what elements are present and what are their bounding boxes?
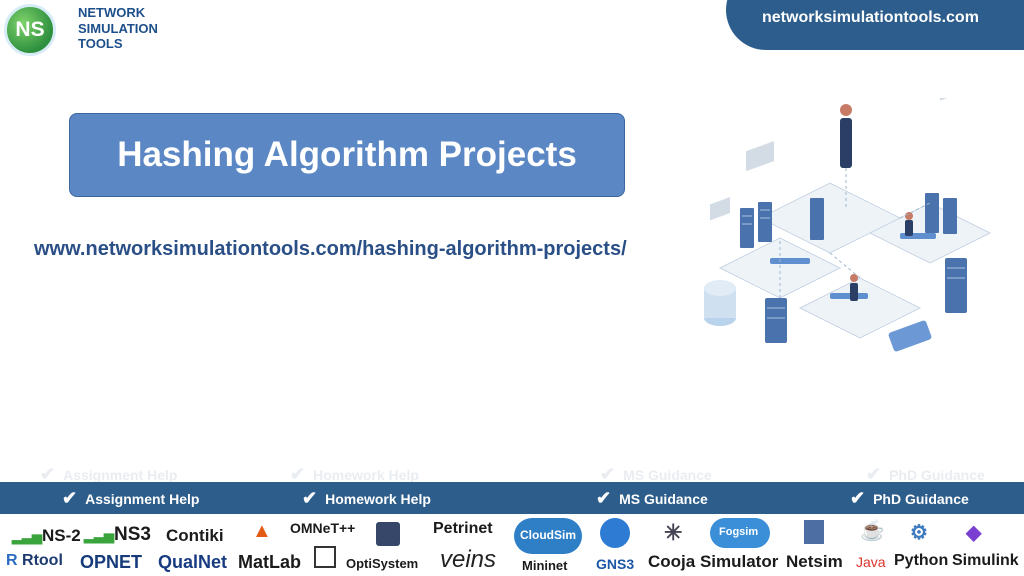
- simulink-icon: ◆: [966, 522, 982, 544]
- omnet-icon: [314, 546, 336, 568]
- java-icon: ☕: [860, 520, 885, 542]
- site-url-banner[interactable]: networksimulationtools.com: [726, 0, 1024, 50]
- tool-mininet[interactable]: Mininet: [522, 558, 568, 573]
- tool-simulink[interactable]: Simulink: [952, 552, 1019, 569]
- network-graph-icon: ✳: [664, 520, 683, 545]
- tool-opnet[interactable]: OPNET: [80, 552, 143, 572]
- reflection-assignment: ✔Assignment Help: [40, 464, 178, 484]
- logo-badge: NS: [4, 4, 56, 56]
- tool-optisystem[interactable]: OptiSystem: [346, 556, 419, 571]
- signal-icon: ▂▃▅: [84, 528, 114, 543]
- service-ms-guidance[interactable]: ✔ MS Guidance: [596, 488, 708, 509]
- tool-fogsim[interactable]: Fogsim: [719, 526, 759, 538]
- service-assignment-help[interactable]: ✔ Assignment Help: [62, 488, 199, 509]
- tool-qualnet[interactable]: QualNet: [158, 552, 228, 572]
- tool-petrinet[interactable]: Petrinet: [433, 520, 493, 537]
- check-icon: ✔: [62, 488, 78, 508]
- service-label: Assignment Help: [85, 491, 200, 507]
- tools-strip: ▂▃▅NS-2 ▂▃▅NS3 Contiki ▲ OMNeT++ Petrine…: [0, 514, 1024, 576]
- logo-initials: NS: [15, 18, 45, 41]
- tool-java[interactable]: Java: [856, 554, 886, 570]
- logo-line-2: SIMULATION: [78, 20, 158, 36]
- tool-cloudsim[interactable]: CloudSim: [520, 528, 576, 542]
- tool-omnet[interactable]: OMNeT++: [290, 520, 356, 536]
- gns3-icon: [600, 518, 630, 548]
- tool-rtool[interactable]: R Rtool: [6, 552, 63, 569]
- title-box: Hashing Algorithm Projects: [69, 113, 625, 197]
- tool-ns3[interactable]: ▂▃▅NS3: [84, 524, 151, 545]
- r-icon: R: [6, 552, 18, 569]
- check-icon: ✔: [302, 488, 318, 508]
- python-icon: ⚙: [910, 522, 928, 544]
- tool-ns2[interactable]: ▂▃▅NS-2: [12, 526, 81, 545]
- brand-logo[interactable]: NS NETWORK SIMULATION TOOLS: [4, 4, 174, 56]
- matlab-icon: ▲: [252, 520, 272, 542]
- service-label: PhD Guidance: [873, 491, 969, 507]
- tool-gns3[interactable]: GNS3: [596, 556, 635, 572]
- reflection-phd: ✔PhD Guidance: [866, 464, 985, 484]
- network-illustration: [704, 98, 992, 352]
- netsim-icon: [804, 520, 824, 544]
- service-homework-help[interactable]: ✔ Homework Help: [302, 488, 431, 509]
- tool-python[interactable]: Python: [894, 552, 949, 569]
- service-label: Homework Help: [325, 491, 431, 507]
- cloud-icon: CloudSim: [514, 518, 582, 554]
- page-title: Hashing Algorithm Projects: [117, 135, 577, 174]
- service-phd-guidance[interactable]: ✔ PhD Guidance: [850, 488, 969, 509]
- page-url-link[interactable]: www.networksimulationtools.com/hashing-a…: [34, 238, 627, 260]
- reflection-ms: ✔MS Guidance: [600, 464, 712, 484]
- logo-line-1: NETWORK: [78, 5, 146, 20]
- check-icon: ✔: [596, 488, 612, 508]
- services-bar: ✔ Assignment Help ✔ Homework Help ✔ MS Guid…: [0, 482, 1024, 514]
- services-reflection: ✔Assignment Help ✔Homework Help ✔MS Guid…: [0, 458, 1024, 484]
- tool-matlab[interactable]: MatLab: [238, 552, 301, 572]
- check-icon: ✔: [850, 488, 866, 508]
- fog-cloud-icon: Fogsim: [710, 518, 770, 548]
- tool-cooja[interactable]: Cooja Simulator: [648, 552, 779, 571]
- signal-icon: ▂▃▅: [12, 529, 42, 544]
- service-label: MS Guidance: [619, 491, 708, 507]
- tool-netsim[interactable]: Netsim: [786, 552, 843, 571]
- tool-veins[interactable]: veins: [440, 546, 497, 573]
- reflection-homework: ✔Homework Help: [290, 464, 419, 484]
- logo-line-3: TOOLS: [78, 36, 123, 51]
- logo-text: NETWORK SIMULATION TOOLS: [78, 5, 158, 52]
- optisystem-icon: [376, 522, 400, 546]
- tool-contiki[interactable]: Contiki: [166, 526, 224, 545]
- site-url-text: networksimulationtools.com: [762, 9, 979, 26]
